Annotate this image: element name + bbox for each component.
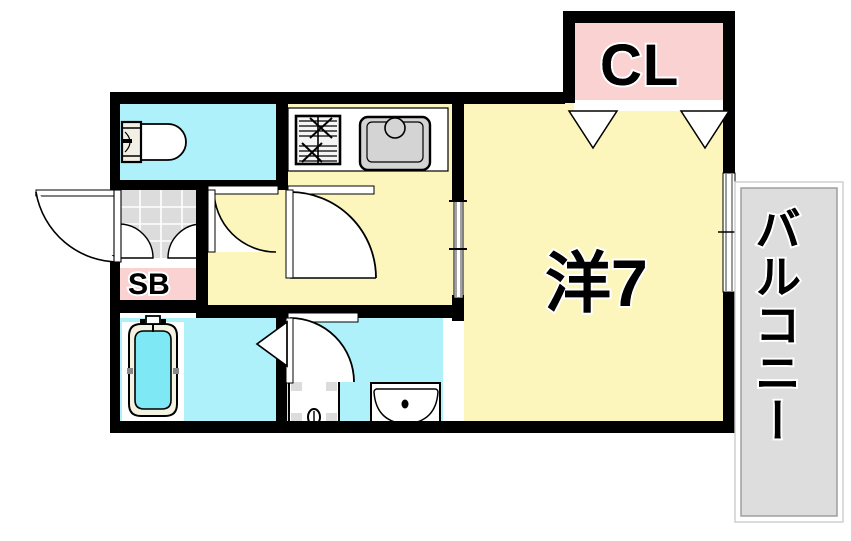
- closet-threshold: [574, 100, 724, 111]
- entrance-door-swing: [35, 189, 121, 263]
- room-fill-closet: [574, 22, 724, 100]
- entrance-inner-door-swing: [118, 223, 203, 259]
- bathtub-icon: [122, 315, 184, 426]
- washing-machine-pan-icon: [288, 377, 340, 427]
- entrance-step: [119, 258, 202, 268]
- wash-basin-icon: [370, 382, 441, 428]
- toilet-icon: [120, 120, 187, 164]
- kitchen-sink-icon: [358, 115, 432, 172]
- closet-folding-doors-icon: [567, 110, 731, 150]
- room-fill-main-room: [464, 103, 729, 433]
- gas-stove-icon: [294, 114, 342, 166]
- balcony-panel: [734, 181, 844, 523]
- walls: [110, 11, 735, 433]
- shoe-box-fill: [119, 268, 202, 304]
- balcony-sliding-door: [718, 172, 740, 293]
- toilet-door-swing: [207, 185, 279, 253]
- bathtub-faucet-icon: [140, 315, 166, 332]
- bathroom-door-swing: [285, 312, 359, 384]
- room-sliding-door: [449, 199, 467, 299]
- entrance-door-leaf: [113, 189, 122, 263]
- washroom-folding-door-icon: [255, 320, 288, 368]
- kitchen-door-swing: [285, 185, 377, 279]
